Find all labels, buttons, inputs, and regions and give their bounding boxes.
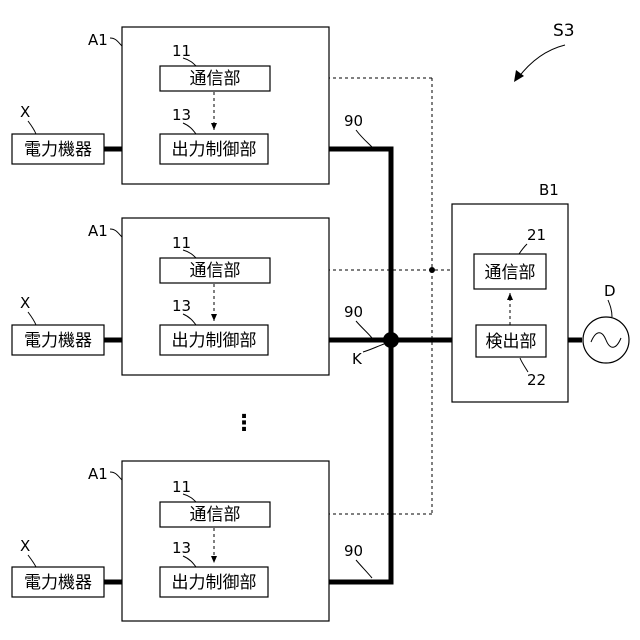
unit-leader (110, 38, 122, 46)
comm-unit-text: 通信部 (190, 505, 241, 525)
junction-node (383, 332, 399, 348)
junction-label: K (352, 350, 363, 368)
comm-unit-text: 通信部 (190, 69, 241, 89)
power-device-text: 電力機器 (24, 573, 92, 593)
source-label: D (604, 282, 616, 300)
device-ref: X (20, 294, 30, 312)
detector-unit-label: B1 (539, 181, 559, 199)
ctrl-ref: 13 (172, 106, 191, 124)
line-ref-leader (356, 560, 372, 578)
device-ref: X (20, 537, 30, 555)
unit-a1-middle: A1 通信部 11 出力制御部 13 電力機器 X 90 (12, 218, 372, 375)
unit-label: A1 (88, 465, 108, 483)
junction-leader (363, 344, 384, 352)
comm-ref: 11 (172, 478, 191, 496)
detector-unit-b1: B1 通信部 21 検出部 22 (452, 181, 568, 402)
unit-leader (110, 229, 122, 237)
system-leader-arrow (518, 45, 565, 78)
unit-a1-bottom: A1 通信部 11 出力制御部 13 電力機器 X 90 (12, 461, 372, 621)
comm-unit-text: 通信部 (190, 261, 241, 281)
output-controller-text: 出力制御部 (172, 140, 257, 160)
device-ref-leader (28, 312, 36, 325)
line-ref: 90 (344, 542, 363, 560)
source-leader (608, 300, 612, 317)
device-ref-leader (28, 121, 36, 134)
unit-label: A1 (88, 222, 108, 240)
output-controller-text: 出力制御部 (172, 331, 257, 351)
line-ref-leader (356, 321, 372, 338)
device-ref-leader (28, 555, 36, 567)
unit-leader (110, 472, 122, 480)
output-controller-text: 出力制御部 (172, 573, 257, 593)
power-device-text: 電力機器 (24, 331, 92, 351)
device-ref: X (20, 103, 30, 121)
ac-source: D (583, 282, 629, 363)
ellipsis: ⋮ (233, 411, 255, 436)
detector-comm-text: 通信部 (485, 263, 536, 283)
ctrl-ref: 13 (172, 539, 191, 557)
unit-label: A1 (88, 31, 108, 49)
detector-ref: 22 (527, 371, 546, 389)
system-label: S3 (553, 21, 575, 41)
ctrl-ref: 13 (172, 297, 191, 315)
line-ref: 90 (344, 303, 363, 321)
comm-ref: 11 (172, 42, 191, 60)
comm-ref: 11 (172, 234, 191, 252)
comm-junction-dot (429, 267, 435, 273)
detector-text: 検出部 (486, 332, 537, 352)
detector-comm-ref: 21 (527, 226, 546, 244)
detector-unit-frame (452, 204, 568, 402)
unit-a1-top: A1 通信部 11 出力制御部 13 電力機器 X 90 (12, 27, 372, 184)
power-device-text: 電力機器 (24, 140, 92, 160)
line-ref-leader (356, 130, 372, 147)
line-ref: 90 (344, 112, 363, 130)
